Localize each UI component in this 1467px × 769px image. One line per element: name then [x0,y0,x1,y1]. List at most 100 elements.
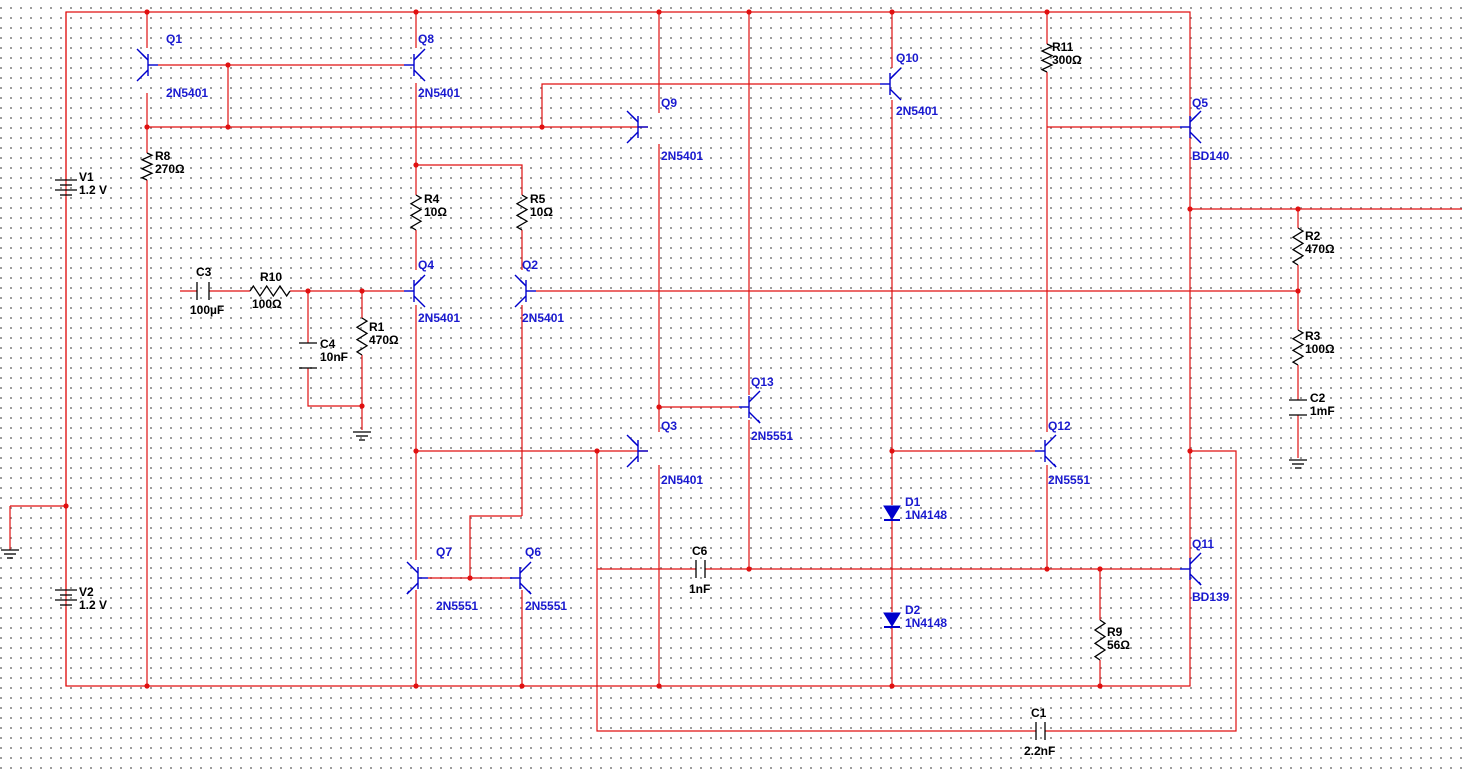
capacitor-c2[interactable] [1289,399,1307,416]
resistor-r9[interactable] [1093,619,1107,661]
junction-dot [359,288,365,294]
resistor-r1-ref: R1 [369,320,385,334]
junction-dot [467,575,473,581]
resistor-r2-ref: R2 [1305,229,1321,243]
resistor-r3[interactable] [1291,329,1305,366]
transistor-q9-ref: Q9 [661,96,677,110]
transistor-q7-model: 2N5551 [436,599,478,613]
transistor-q11[interactable] [1180,552,1202,586]
resistor-r2[interactable] [1291,227,1305,266]
junction-dot [1187,206,1193,212]
resistor-r8-ref: R8 [155,149,171,163]
transistor-q13-model: 2N5551 [751,429,793,443]
resistor-r11[interactable] [1040,43,1054,73]
resistor-r4[interactable] [409,194,423,231]
diode-d1-model: 1N4148 [905,508,947,522]
resistor-r9-ref: R9 [1107,625,1123,639]
battery-v2[interactable] [55,589,77,606]
resistor-r5-value: 10Ω [530,205,553,219]
transistor-q11-ref: Q11 [1192,537,1214,551]
transistor-q2-ref: Q2 [522,258,538,272]
capacitor-c6-ref: C6 [692,544,708,558]
junction-dot [746,9,752,15]
resistor-r1[interactable] [355,317,369,356]
transistor-q3[interactable] [626,434,648,468]
junction-dot [594,448,600,454]
transistor-q8-ref: Q8 [418,32,434,46]
capacitor-c4[interactable] [299,342,317,369]
transistor-q3-model: 2N5401 [661,473,703,487]
transistor-q2[interactable] [514,274,536,308]
transistor-q5[interactable] [1180,110,1202,144]
junction-dot [63,503,69,509]
transistor-q4[interactable] [404,274,426,308]
junction-dot [1044,566,1050,572]
junction-dot [656,404,662,410]
battery-v2-value: 1.2 V [79,598,107,612]
transistor-q5-ref: Q5 [1192,96,1208,110]
transistor-q10[interactable] [880,67,902,101]
transistor-q10-model: 2N5401 [896,104,938,118]
junction-dot [225,62,231,68]
resistor-r4-value: 10Ω [424,205,447,219]
junction-dot [359,403,365,409]
resistor-r9-value: 56Ω [1107,638,1130,652]
junction-dot [656,683,662,689]
junction-dot [889,683,895,689]
transistor-q8-model: 2N5401 [418,86,460,100]
components [1,43,1307,740]
transistor-q13-ref: Q13 [751,375,774,389]
capacitor-c6[interactable] [695,560,706,578]
transistor-q12-ref: Q12 [1048,419,1071,433]
transistor-q4-ref: Q4 [418,258,434,272]
wire [65,11,1191,687]
ground-symbol [1289,459,1307,469]
capacitor-c4-ref: C4 [320,337,336,351]
capacitor-c1-value: 2.2nF [1024,744,1055,758]
resistor-r8[interactable] [140,152,154,181]
transistor-q13[interactable] [739,390,761,424]
transistor-q5-model: BD140 [1192,149,1230,163]
wire [469,515,522,578]
resistor-r5[interactable] [515,194,529,231]
battery-v1[interactable] [55,179,77,196]
transistor-q12[interactable] [1035,434,1057,468]
junction-dot [1187,448,1193,454]
wire [307,368,362,407]
capacitor-c1[interactable] [1035,722,1046,740]
capacitor-c2-value: 1mF [1310,404,1335,418]
junction-dot [656,9,662,15]
wire [1045,450,1237,732]
transistor-q10-ref: Q10 [896,51,919,65]
transistor-q1[interactable] [136,48,158,82]
junction-dot [746,566,752,572]
transistor-q7-ref: Q7 [436,545,452,559]
transistor-q7[interactable] [406,561,428,595]
resistor-r10-ref: R10 [260,270,282,284]
transistor-q4-model: 2N5401 [418,311,460,325]
junction-dot [519,683,525,689]
junction-dot [144,683,150,689]
transistor-q8[interactable] [404,48,426,82]
transistor-q6[interactable] [510,561,532,595]
diode-d2[interactable] [883,612,901,628]
junction-dot [413,162,419,168]
transistor-q6-ref: Q6 [525,545,541,559]
capacitor-c3-value: 100µF [190,303,224,317]
transistor-q9[interactable] [626,110,648,144]
wire [596,451,1036,732]
junction-dot [539,124,545,130]
capacitor-c6-value: 1nF [689,582,710,596]
capacitor-c4-value: 10nF [320,350,348,364]
transistor-q2-model: 2N5401 [522,311,564,325]
resistor-r11-ref: R11 [1052,40,1074,54]
junction-dot [305,288,311,294]
ground-symbol [1,549,19,559]
capacitor-c3[interactable] [196,282,210,300]
diode-d1[interactable] [883,505,901,521]
junction-dot [1295,206,1301,212]
resistor-r10[interactable] [249,284,291,298]
capacitor-c3-ref: C3 [196,265,212,279]
transistor-q1-model: 2N5401 [166,86,208,100]
